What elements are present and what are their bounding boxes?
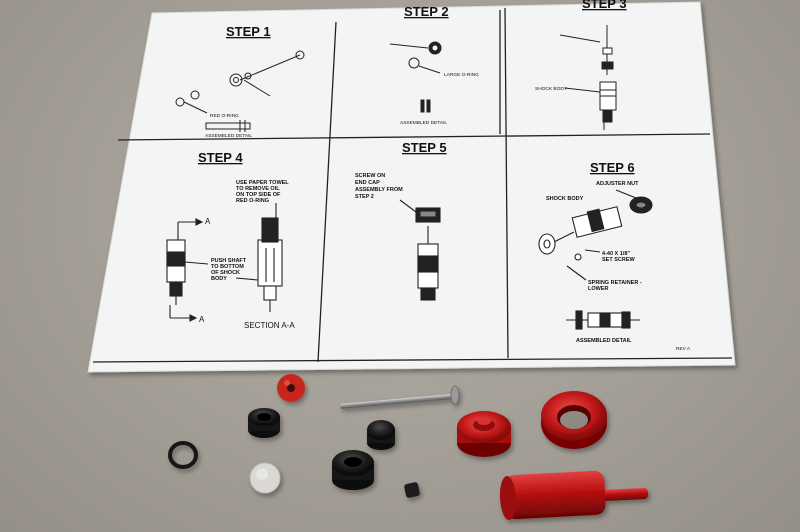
panel-grid [92,7,733,363]
step-3-title: STEP 3 [582,0,627,11]
step-2-title: STEP 2 [404,4,449,19]
step-5-label-0: SCREW ON [355,173,385,179]
panel-step-5: STEP 5 SCREW ON END CAP ASSEMBLY FROM ST… [355,140,447,301]
step-5-label-1: END CAP [355,180,380,186]
step-6-drawing [538,189,653,330]
step-4-label-7: BODY [211,276,227,282]
shock-parts [168,374,649,520]
step-6-label-3: SET SCREW [602,257,636,263]
step-4-title: STEP 4 [198,150,243,165]
step-2-label-1: ASSEMBLED DETAIL [400,120,447,126]
step-4-section-label: SECTION A-A [244,321,295,330]
step-3-drawing [559,25,617,130]
step-1-label-0: RED O-RING [210,113,239,119]
step-5-drawing [399,199,441,301]
step-6-label-1: SHOCK BODY [546,196,584,202]
panel-step-3: STEP 3 SHOCK BODY [535,0,627,130]
black-end-cap [332,450,374,490]
step-4-label-4: PUSH SHAFT [211,258,247,264]
red-spring-retainer [457,411,511,457]
step-4-drawing [166,203,283,322]
step-4-label-3: RED O-RING [236,198,269,204]
steel-shaft [340,385,460,409]
step-5-label-2: ASSEMBLY FROM [355,187,403,193]
step-6-label-5: LOWER [588,286,608,292]
step-1-label-1: ASSEMBLED DETAIL [205,133,252,139]
panel-step-4: STEP 4 [166,150,295,330]
step-2-drawing [389,41,442,113]
step-4-arrow-a-top: A [205,217,211,226]
step-6-label-0: ADJUSTER NUT [596,181,639,187]
paper-sheet [87,1,736,373]
step-4-label-0: USE PAPER TOWEL [236,180,289,186]
white-piston [249,462,281,494]
step-4-label-2: ON TOP SIDE OF [236,192,281,198]
step-6-title: STEP 6 [590,160,635,175]
red-shock-body [499,470,649,520]
step-6-label-2: 4-40 X 1/8" [602,251,630,257]
step-6-label-6: ASSEMBLED DETAIL [576,338,632,344]
step-6-label-4: SPRING RETAINER - [588,280,642,286]
step-2-label-0: LARGE O-RING [444,72,479,78]
panel-step-6: STEP 6 ADJUSTER NUT S [538,160,691,352]
panel-step-1: STEP 1 RED O-RING ASSEMBLED DETAIL [175,24,305,139]
red-adjuster-nut [541,391,607,449]
step-4-arrow-a-bottom: A [199,315,205,324]
black-knob [367,420,395,450]
step-6-label-7: REV A [676,346,691,352]
step-3-label-0: SHOCK BODY [535,86,568,92]
step-4-label-6: OF SHOCK [211,270,240,276]
black-oring [168,441,198,469]
instruction-sheet: STEP 1 RED O-RING ASSEMBLED DETAIL STEP … [87,0,736,373]
step-4-label-5: TO BOTTOM [211,264,244,270]
step-4-label-1: TO REMOVE OIL [236,186,280,192]
red-small-oring [277,374,305,402]
step-5-label-3: STEP 2 [355,194,374,200]
step-5-title: STEP 5 [402,140,447,155]
step-1-title: STEP 1 [226,24,271,39]
step-1-drawing [175,50,305,132]
panel-step-2: STEP 2 LARGE O-RING ASSEMBLED DETAIL [389,4,479,126]
set-screw [404,482,420,498]
black-cap-small [248,408,280,438]
